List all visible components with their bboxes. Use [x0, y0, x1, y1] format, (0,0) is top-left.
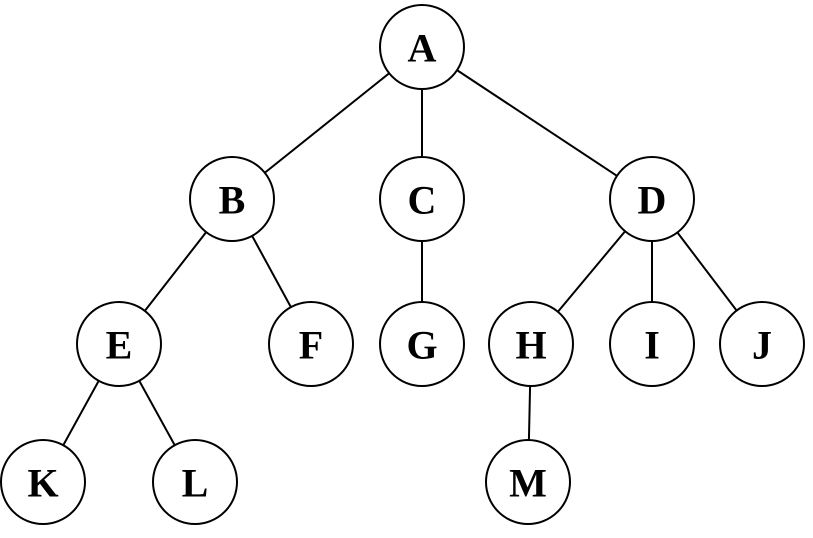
node-circle-a — [379, 4, 465, 90]
node-circle-i — [609, 301, 695, 387]
tree-node-d: D — [609, 156, 695, 242]
node-label-m: M — [509, 461, 547, 506]
tree-node-l: L — [152, 439, 238, 525]
edge-a-d — [421, 46, 653, 200]
node-label-a: A — [408, 26, 437, 71]
tree-node-a: A — [379, 4, 465, 90]
tree-node-b: B — [189, 156, 275, 242]
tree-node-g: G — [379, 301, 465, 387]
tree-node-c: C — [379, 156, 465, 242]
node-label-i: I — [644, 323, 660, 368]
node-circle-c — [379, 156, 465, 242]
tree-node-i: I — [609, 301, 695, 387]
tree-edges — [42, 46, 763, 483]
node-label-h: H — [515, 323, 546, 368]
node-circle-d — [609, 156, 695, 242]
tree-node-m: M — [485, 439, 571, 525]
node-label-k: K — [27, 461, 58, 506]
node-circle-b — [189, 156, 275, 242]
node-label-f: F — [299, 323, 323, 368]
tree-node-j: J — [719, 301, 805, 387]
node-label-g: G — [406, 323, 437, 368]
node-label-l: L — [182, 461, 209, 506]
node-label-d: D — [638, 178, 667, 223]
node-circle-e — [76, 301, 162, 387]
tree-node-f: F — [268, 301, 354, 387]
tree-node-e: E — [76, 301, 162, 387]
node-circle-f — [268, 301, 354, 387]
node-label-c: C — [408, 178, 437, 223]
node-circle-m — [485, 439, 571, 525]
node-circle-g — [379, 301, 465, 387]
tree-node-k: K — [0, 439, 86, 525]
tree-nodes: A B C D E F G H I J K L M — [0, 4, 805, 525]
tree-node-h: H — [488, 301, 574, 387]
node-circle-h — [488, 301, 574, 387]
node-label-b: B — [219, 178, 246, 223]
node-label-j: J — [752, 323, 772, 368]
node-circle-k — [0, 439, 86, 525]
node-circle-l — [152, 439, 238, 525]
node-circle-j — [719, 301, 805, 387]
node-label-e: E — [106, 323, 133, 368]
